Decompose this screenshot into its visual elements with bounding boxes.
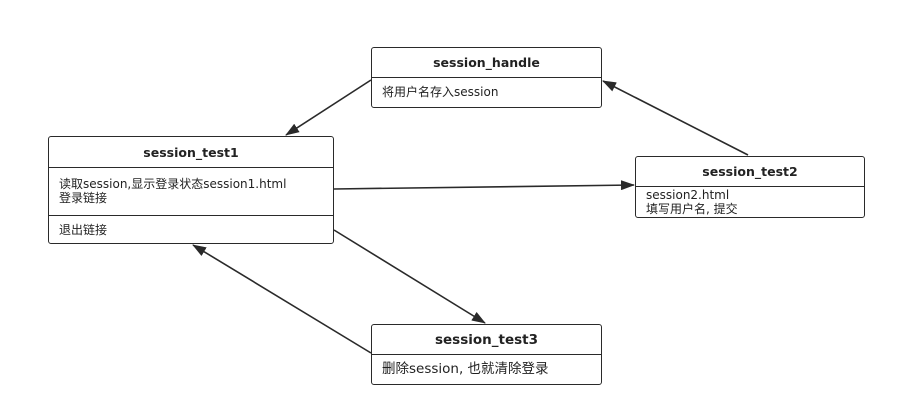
arrow-test2-to-handle [602,80,749,156]
box-text: session2.html [646,188,730,202]
box-body: 将用户名存入session [372,78,601,99]
box-text: 将用户名存入session [382,85,499,99]
box-title: session_handle [372,48,601,78]
box-text: 登录链接 [59,191,108,205]
box-text: 读取session,显示登录状态session1.html [59,177,287,191]
box-body-secondary: 退出链接 [49,215,333,237]
arrow-test1-to-test3 [333,229,486,324]
class-box-session-handle[interactable]: session_handle 将用户名存入session [371,47,602,108]
arrow-test1-to-test2 [333,180,635,191]
box-text: 退出链接 [59,223,108,237]
box-body: session2.html 填写用户名, 提交 [636,187,864,216]
arrow-test3-to-test1 [192,244,372,354]
box-text: 删除session, 也就清除登录 [382,361,549,377]
box-title: session_test3 [372,325,601,355]
box-text: 填写用户名, 提交 [646,202,738,216]
class-box-session-test2[interactable]: session_test2 session2.html 填写用户名, 提交 [635,156,865,218]
arrow-handle-to-test1 [285,79,372,136]
class-box-session-test3[interactable]: session_test3 删除session, 也就清除登录 [371,324,602,385]
box-title: session_test1 [49,137,333,168]
box-title: session_test2 [636,157,864,187]
box-body: 删除session, 也就清除登录 [372,355,601,377]
box-body: 读取session,显示登录状态session1.html 登录链接 [49,168,333,215]
class-box-session-test1[interactable]: session_test1 读取session,显示登录状态session1.h… [48,136,334,244]
